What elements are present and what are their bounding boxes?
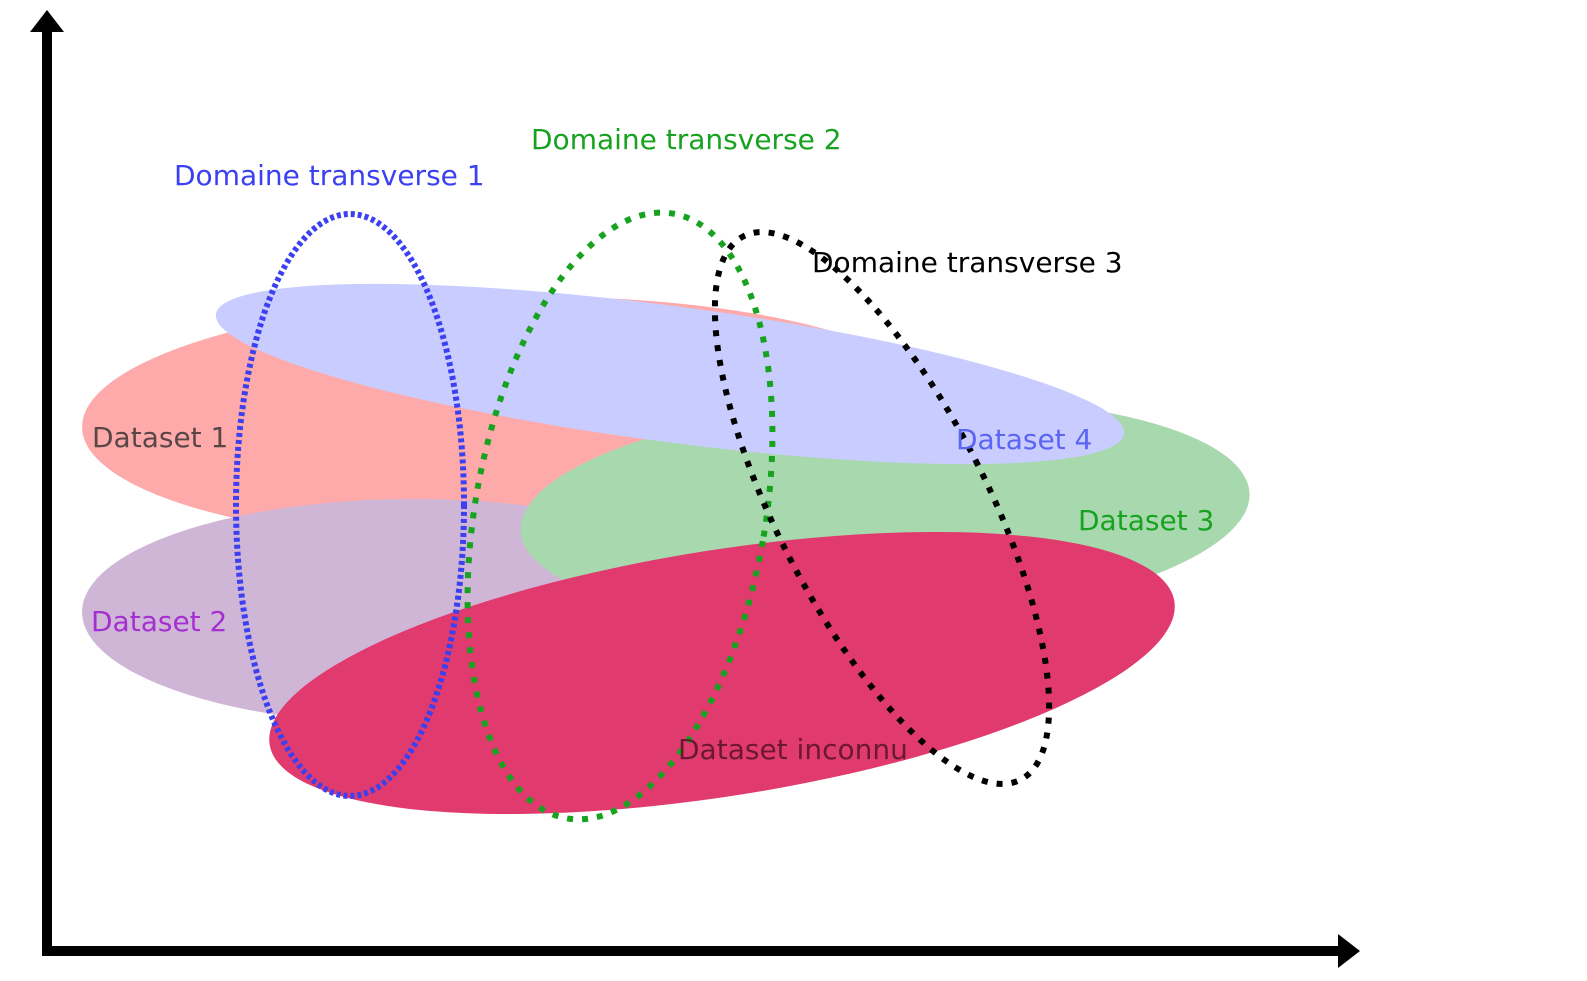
axes [30,10,1360,968]
dataset-4-label: Dataset 4 [956,423,1092,456]
domain-outlines [233,209,1053,823]
dataset-inconnu-label: Dataset inconnu [678,733,908,766]
labels: Domaine transverse 1 Domaine transverse … [91,123,1214,766]
domaine-transverse-2-outline [464,209,776,823]
x-axis-arrow [1338,934,1360,968]
domaine-transverse-3-label: Domaine transverse 3 [812,246,1123,279]
dataset-2-label: Dataset 2 [91,605,227,638]
y-axis-arrow [30,10,64,32]
domaine-transverse-1-outline [233,211,467,799]
dataset-3-label: Dataset 3 [1078,504,1214,537]
domaine-transverse-1-label: Domaine transverse 1 [174,159,485,192]
dataset-1-label: Dataset 1 [92,421,228,454]
domaine-transverse-2-label: Domaine transverse 2 [531,123,842,156]
domaine-transverse-3-outline [711,229,1053,787]
